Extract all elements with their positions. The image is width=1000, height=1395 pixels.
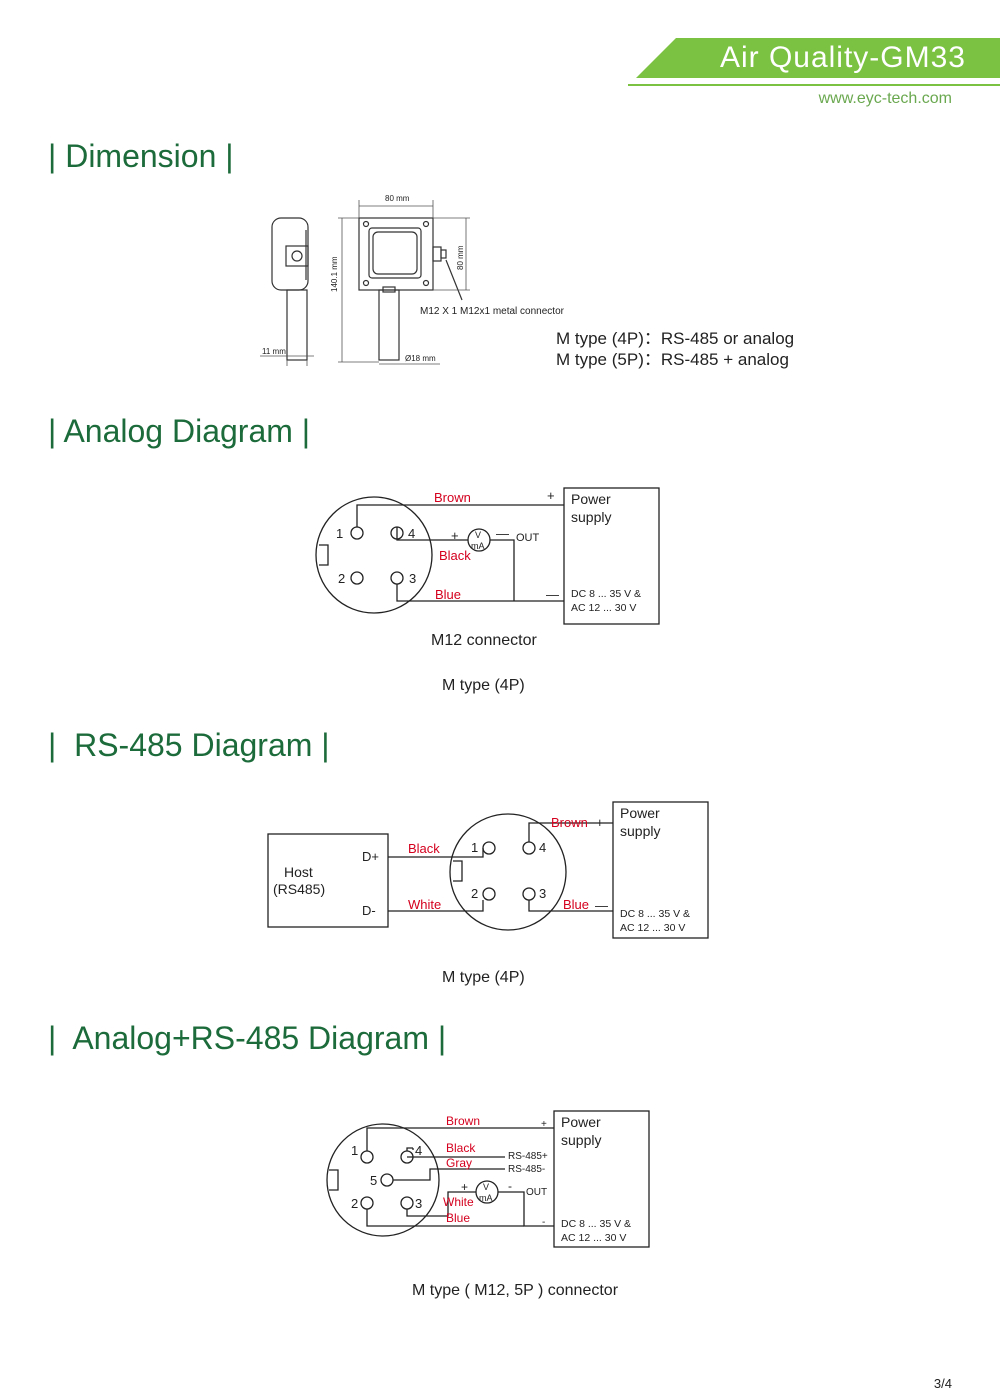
dim-side-width-label: 11 mm xyxy=(262,347,286,356)
connector-note: M12 X 1 M12x1 metal connector xyxy=(420,306,565,317)
supply-plus-label: + xyxy=(596,815,604,830)
m12-5p-connector-outline xyxy=(326,1123,440,1237)
wire-brown-label: Brown xyxy=(446,1114,480,1128)
supply-minus-label: - xyxy=(542,1217,545,1228)
document-title: Air Quality-GM33 xyxy=(719,41,966,74)
host-label: Host xyxy=(284,864,313,880)
power-supply-box xyxy=(563,487,660,625)
supply-label: supply xyxy=(561,1132,601,1148)
pin-1-label: 1 xyxy=(471,840,478,855)
rs485-minus-label: RS-485- xyxy=(508,1164,545,1175)
header-rule xyxy=(628,84,1000,86)
wire-blue-label: Blue xyxy=(435,587,461,602)
meter-ma-label: mA xyxy=(471,541,485,551)
section-analog-heading: | Analog Diagram | xyxy=(48,413,311,449)
meter-v-label: V xyxy=(475,530,481,540)
out-label: OUT xyxy=(516,532,540,544)
spec-dc-label: DC 8 ... 35 V & xyxy=(620,908,690,920)
wire-black-label: Black xyxy=(408,841,440,856)
power-label: Power xyxy=(561,1114,601,1130)
out-label: OUT xyxy=(526,1187,547,1198)
wire-blue-label: Blue xyxy=(446,1211,470,1225)
wire-brown-label: Brown xyxy=(434,490,471,505)
spec-ac-label: AC 12 ... 30 V xyxy=(571,602,636,614)
pin-2-label: 2 xyxy=(338,571,345,586)
host-box xyxy=(267,833,389,928)
pin-1-label: 1 xyxy=(336,526,343,541)
rs485-power-supply-box xyxy=(612,801,709,939)
pin-4-label: 4 xyxy=(415,1143,422,1158)
dimension-drawing: 80 mm 140.1 mm 80 mm 11 mm Ø18 mm M12 X … xyxy=(260,194,565,366)
dplus-label: D+ xyxy=(362,849,379,864)
wire-black-label: Black xyxy=(446,1141,476,1155)
meter-plus-label: + xyxy=(461,1180,468,1194)
supply-plus-label: + xyxy=(541,1119,547,1130)
spec-ac-label: AC 12 ... 30 V xyxy=(561,1232,626,1244)
dim-width-label: 80 mm xyxy=(385,194,410,203)
analog-connector-caption: M12 connector xyxy=(431,632,537,649)
rs485-wiring-diagram: Host (RS485) D+ D- Black White Brown Blu… xyxy=(267,801,709,939)
analog-wiring-diagram: 1 2 3 4 Brown Black Blue V mA + — OUT + … xyxy=(315,487,660,625)
pin-3-label: 3 xyxy=(539,886,546,901)
rs485-type-caption: M type (4P) xyxy=(442,969,525,986)
pin-3-label: 3 xyxy=(415,1196,422,1211)
pin-4-label: 4 xyxy=(539,840,546,855)
section-rs485-heading: | RS-485 Diagram | xyxy=(48,727,330,763)
supply-label: supply xyxy=(620,823,660,839)
spec-dc-label: DC 8 ... 35 V & xyxy=(561,1218,631,1230)
wire-blue-label: Blue xyxy=(563,897,589,912)
website-url: www.eyc-tech.com xyxy=(818,90,952,107)
pin-3-label: 3 xyxy=(409,571,416,586)
pin-4-label: 4 xyxy=(408,526,415,541)
wire-black-label: Black xyxy=(439,548,471,563)
meter-plus-label: + xyxy=(451,528,459,543)
wire-brown-label: Brown xyxy=(551,815,588,830)
dminus-label: D- xyxy=(362,903,376,918)
m12-connector-outline xyxy=(315,496,433,614)
page-number: 3/4 xyxy=(933,1376,952,1391)
supply-minus-label: — xyxy=(595,898,608,913)
supply-minus-label: — xyxy=(546,587,559,602)
section-dimension-heading: | Dimension | xyxy=(48,138,234,174)
combo-wiring-diagram: 1 2 3 4 5 Brown Black Gray White Blue RS… xyxy=(326,1110,650,1248)
combo-power-supply-box xyxy=(553,1110,650,1248)
type-5p-description: M type (5P)：RS-485 + analog xyxy=(556,350,789,369)
header-banner xyxy=(636,38,1000,78)
analog-type-caption: M type (4P) xyxy=(442,677,525,694)
supply-plus-label: + xyxy=(547,488,555,503)
dim-height-total-label: 140.1 mm xyxy=(330,256,339,292)
wire-white-label: White xyxy=(443,1195,474,1209)
spec-dc-label: DC 8 ... 35 V & xyxy=(571,588,641,600)
rs485-connector-outline xyxy=(449,813,567,931)
meter-minus-label: - xyxy=(508,1179,512,1193)
spec-ac-label: AC 12 ... 30 V xyxy=(620,922,685,934)
pin-1-label: 1 xyxy=(351,1143,358,1158)
section-combo-heading: | Analog+RS-485 Diagram | xyxy=(48,1020,447,1056)
combo-type-caption: M type ( M12, 5P ) connector xyxy=(412,1282,619,1299)
pin-5-label: 5 xyxy=(370,1173,377,1188)
rs485-plus-label: RS-485+ xyxy=(508,1151,548,1162)
meter-ma-label: mA xyxy=(479,1193,493,1203)
host-rs485-label: (RS485) xyxy=(273,881,325,897)
type-4p-description: M type (4P)：RS-485 or analog xyxy=(556,329,795,348)
dim-height-label: 80 mm xyxy=(456,245,465,270)
wire-gray-label: Gray xyxy=(446,1156,472,1170)
meter-v-label: V xyxy=(483,1182,489,1192)
dim-diameter-label: Ø18 mm xyxy=(405,354,436,363)
power-label: Power xyxy=(620,805,660,821)
power-label: Power xyxy=(571,491,611,507)
meter-minus-label: — xyxy=(496,526,509,541)
pin-2-label: 2 xyxy=(471,886,478,901)
wire-white-label: White xyxy=(408,897,441,912)
supply-label: supply xyxy=(571,509,611,525)
pin-2-label: 2 xyxy=(351,1196,358,1211)
